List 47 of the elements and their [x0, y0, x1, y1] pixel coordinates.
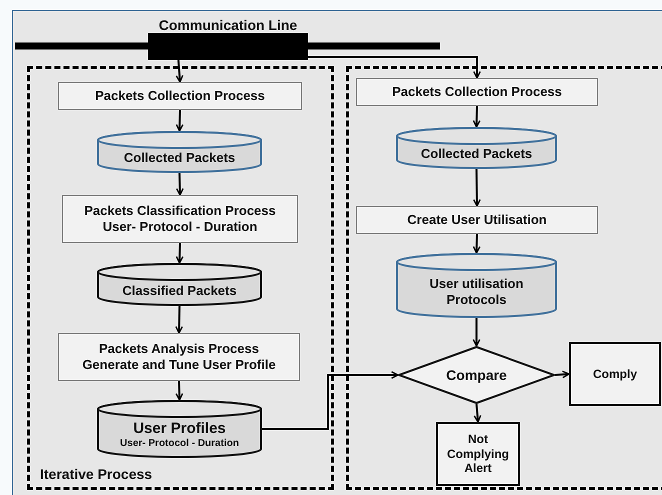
arrow [472, 234, 481, 254]
arrow [308, 56, 481, 79]
process-label: Not Complying Alert [446, 432, 510, 476]
cylinder-label: User Profiles [133, 420, 226, 438]
database-cylinder [396, 253, 557, 318]
cylinder-sublabel: User- Protocol - Duration [120, 438, 239, 450]
database-cylinder [97, 400, 262, 458]
arrow [472, 106, 481, 128]
decision-diamond [398, 346, 555, 404]
cylinder-label: Classified Packets [122, 282, 237, 298]
arrow [176, 110, 184, 132]
arrow [176, 60, 184, 83]
process-box [356, 78, 598, 106]
group-label: Iterative Process [40, 466, 152, 483]
dashed-group-box [346, 66, 662, 490]
database-cylinder [97, 131, 262, 173]
process-label: Packets Classification Process [84, 203, 276, 219]
process-box [58, 333, 300, 381]
cylinder-label: Collected Packets [124, 150, 236, 166]
process-box [356, 206, 598, 234]
cylinder-label: User utilisation Protocols [428, 276, 524, 308]
arrow [175, 380, 184, 401]
cylinder-label: Collected Packets [420, 146, 532, 162]
process-box [62, 195, 298, 243]
process-box [436, 422, 520, 486]
database-cylinder [396, 127, 557, 169]
arrow [175, 306, 184, 334]
process-label: User- Protocol - Duration [102, 219, 258, 235]
process-box [58, 82, 302, 110]
process-label: Packets Collection Process [392, 84, 562, 100]
arrow [473, 168, 481, 207]
process-label: Packets Analysis Process [99, 341, 259, 357]
process-label: Comply [592, 366, 638, 382]
arrow [176, 172, 184, 196]
process-label: Generate and Tune User Profile [82, 357, 276, 373]
line-label: Communication Line [158, 17, 298, 34]
arrow [472, 318, 480, 347]
arrow [554, 370, 570, 378]
arrow [262, 371, 399, 430]
database-cylinder [97, 263, 262, 306]
arrow [474, 404, 482, 423]
dashed-group-box [27, 66, 334, 490]
process-label: Packets Collection Process [95, 88, 265, 104]
arrow [176, 242, 184, 264]
process-box [569, 342, 661, 406]
process-label: Create User Utilisation [407, 212, 547, 228]
decision-label: Compare [446, 366, 507, 384]
